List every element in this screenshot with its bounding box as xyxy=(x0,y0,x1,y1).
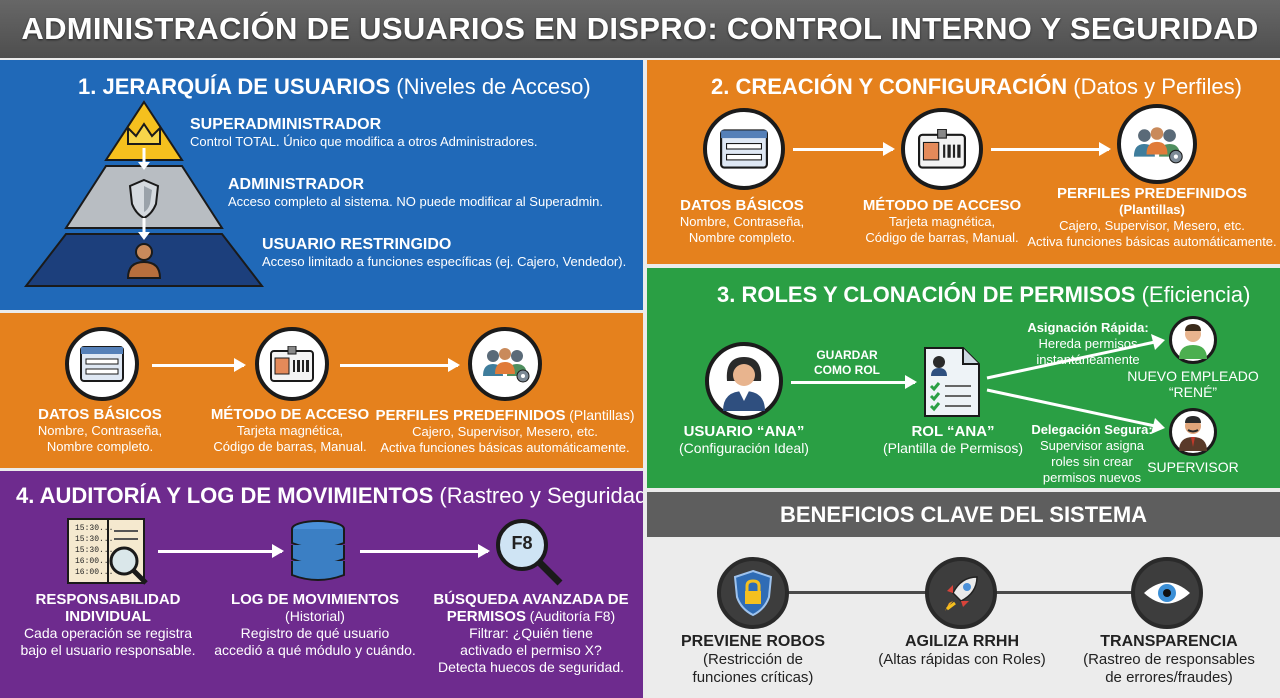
rocket-icon xyxy=(925,557,997,629)
auditoria-heading: 4. AUDITORÍA Y LOG DE MOVIMIENTOS (Rastr… xyxy=(16,483,643,508)
step-datos-basicos: DATOS BÁSICOS Nombre, Contraseña, Nombre… xyxy=(679,197,805,246)
lock-shield-icon xyxy=(717,557,789,629)
id-card-icon xyxy=(255,327,329,401)
flow-arrow xyxy=(793,142,895,156)
profiles-icon xyxy=(468,327,542,401)
panel-auditoria: 4. AUDITORÍA Y LOG DE MOVIMIENTOS (Rastr… xyxy=(0,471,643,698)
form-icon xyxy=(65,327,139,401)
jerarquia-heading: 1. JERARQUÍA DE USUARIOS (Niveles de Acc… xyxy=(78,74,591,99)
id-card-icon xyxy=(901,108,983,190)
pyramid-diagram xyxy=(24,100,264,287)
benefit-previene-robos: PREVIENE ROBOS (Restricción de funciones… xyxy=(680,633,826,686)
form-icon xyxy=(703,108,785,190)
profiles-icon xyxy=(1117,104,1197,184)
step-datos-basicos: DATOS BÁSICOS Nombre, Contraseña, Nombre… xyxy=(37,406,163,455)
creacion-heading: 2. CREACIÓN Y CONFIGURACIÓN (Datos y Per… xyxy=(711,74,1242,99)
panel-creacion-flow: DATOS BÁSICOS Nombre, Contraseña, Nombre… xyxy=(0,313,643,468)
flow-arrow xyxy=(152,358,246,372)
flow-arrow xyxy=(991,142,1111,156)
flow-arrow xyxy=(340,358,460,372)
f8-search-icon xyxy=(496,519,563,586)
level-admin: ADMINISTRADOR Acceso completo al sistema… xyxy=(228,176,604,209)
role-document-icon xyxy=(924,347,980,417)
supervisor-label: SUPERVISOR xyxy=(1147,459,1239,475)
delegation-note: Delegación Segura: Supervisor asigna rol… xyxy=(1031,422,1153,485)
step-metodo-acceso: MÉTODO DE ACCESO Tarjeta magnética, Códi… xyxy=(862,197,1022,246)
benefit-transparencia: TRANSPARENCIA (Rastreo de responsables d… xyxy=(1083,633,1255,686)
panel-roles: 3. ROLES Y CLONACIÓN DE PERMISOS (Eficie… xyxy=(647,268,1280,488)
benefits-heading: BENEFICIOS CLAVE DEL SISTEMA xyxy=(647,492,1280,537)
panel-beneficios: PREVIENE ROBOS (Restricción de funciones… xyxy=(647,539,1280,698)
flow-arrow xyxy=(791,375,917,389)
roles-heading: 3. ROLES Y CLONACIÓN DE PERMISOS (Eficie… xyxy=(717,282,1251,307)
supervisor-avatar xyxy=(1169,408,1217,456)
fast-assignment-note: Asignación Rápida: Hereda permisos insta… xyxy=(1027,320,1149,367)
person-icon xyxy=(126,243,162,279)
panel-jerarquia: 1. JERARQUÍA DE USUARIOS (Niveles de Acc… xyxy=(0,60,643,310)
crown-icon xyxy=(127,122,161,145)
level-restricted: USUARIO RESTRINGIDO Acceso limitado a fu… xyxy=(262,236,627,269)
database-icon xyxy=(291,520,345,581)
user-ana-avatar xyxy=(705,342,783,420)
step-log-movimientos: LOG DE MOVIMIENTOS (Historial) Registro … xyxy=(214,591,416,658)
level-superadmin: SUPERADMINISTRADOR Control TOTAL. Único … xyxy=(190,116,538,149)
log-times: 15:30... 15:30... 15:30... 16:00... 16:0… xyxy=(75,524,114,577)
log-book-icon xyxy=(67,518,148,585)
benefit-agiliza-rrhh: AGILIZA RRHH (Altas rápidas con Roles) xyxy=(878,633,1046,668)
eye-icon xyxy=(1131,557,1203,629)
user-ana-label: USUARIO “ANA” (Configuración Ideal) xyxy=(679,423,809,457)
step-busqueda-f8: BÚSQUEDA AVANZADA DE PERMISOS (Auditoría… xyxy=(433,591,629,675)
flow-arrow xyxy=(158,544,284,558)
step-responsabilidad: RESPONSABILIDAD INDIVIDUAL Cada operació… xyxy=(20,591,196,658)
new-employee-label: NUEVO EMPLEADO “RENÉ” xyxy=(1127,368,1259,400)
f8-label: F8 xyxy=(511,533,533,553)
save-as-role-label: GUARDAR COMO ROL xyxy=(814,348,880,377)
new-employee-avatar xyxy=(1169,316,1217,364)
step-perfiles: PERFILES PREDEFINIDOS (Plantillas) Cajer… xyxy=(1027,185,1277,250)
branch-arrows xyxy=(986,334,1165,434)
panel-creacion: 2. CREACIÓN Y CONFIGURACIÓN (Datos y Per… xyxy=(647,60,1280,264)
flow-arrow xyxy=(360,544,490,558)
step-perfiles: PERFILES PREDEFINIDOS (Plantillas) Cajer… xyxy=(375,407,635,455)
page-title: ADMINISTRACIÓN DE USUARIOS EN DISPRO: CO… xyxy=(0,0,1280,58)
step-metodo-acceso: MÉTODO DE ACCESO Tarjeta magnética, Códi… xyxy=(210,406,370,455)
role-ana-label: ROL “ANA” (Plantilla de Permisos) xyxy=(882,423,1024,457)
